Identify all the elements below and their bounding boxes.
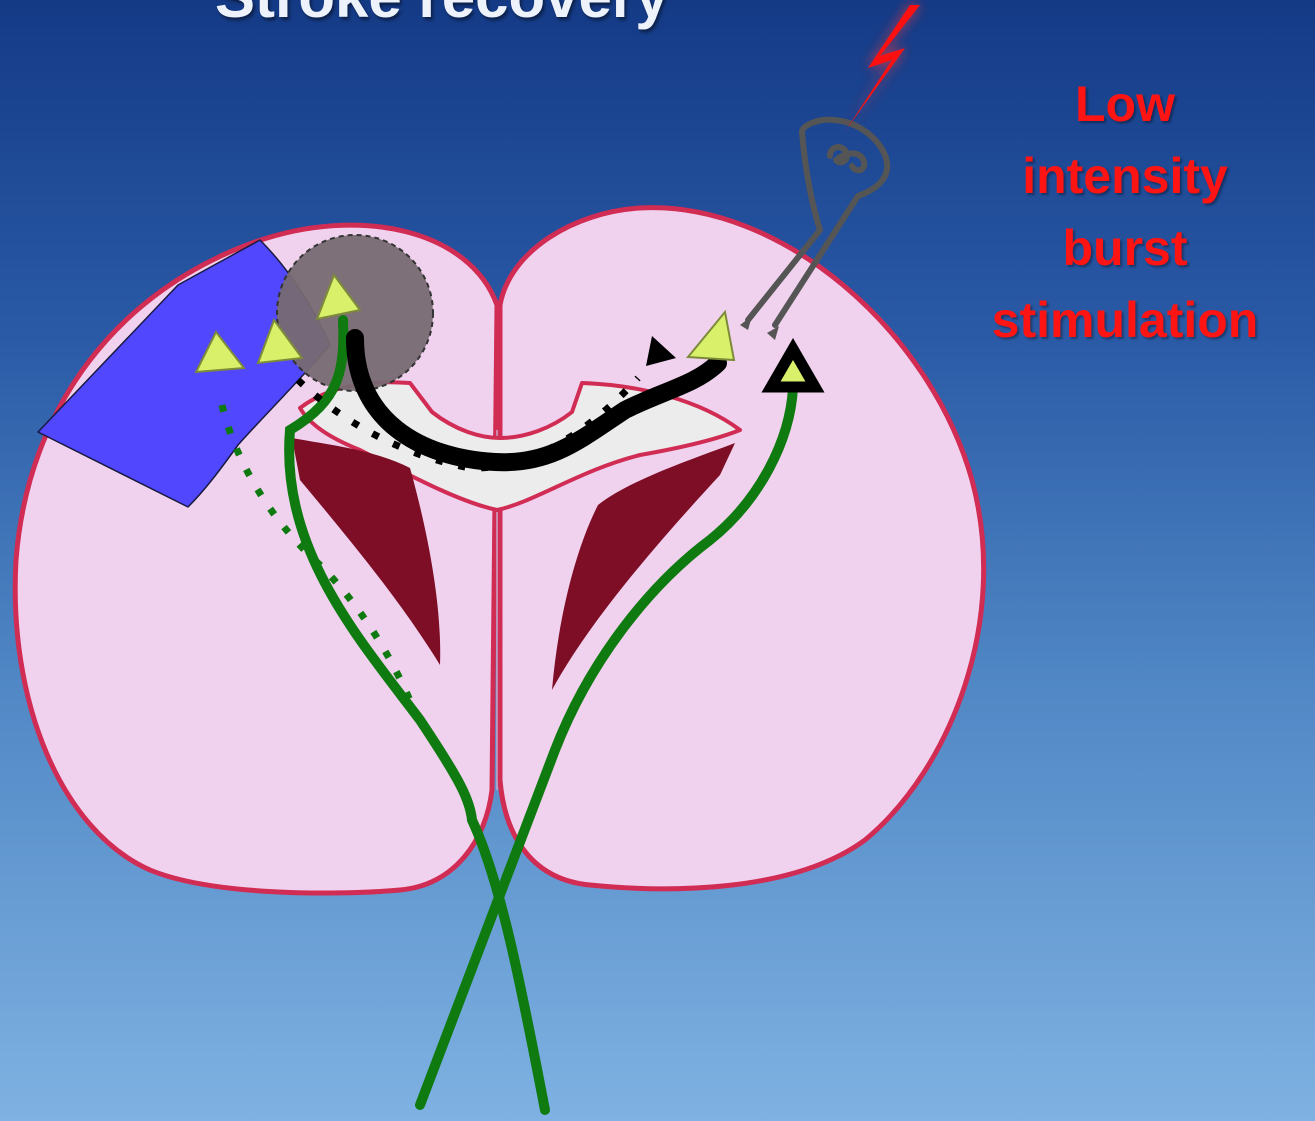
- lightning-bolt-icon: [846, 5, 920, 130]
- right-hemisphere: [500, 208, 984, 889]
